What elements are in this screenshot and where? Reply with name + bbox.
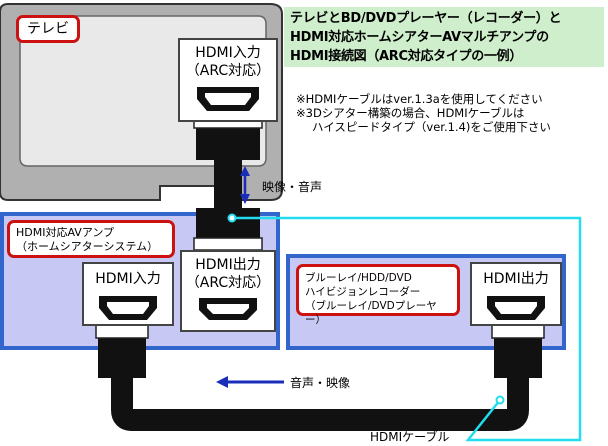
notes: ※HDMIケーブルはver.1.3aを使用してください ※3Dシアター構築の場合… [296, 92, 551, 134]
note-line-1: ※HDMIケーブルはver.1.3aを使用してください [296, 92, 543, 106]
tv-hdmi-in-port: HDMI入力 （ARC対応） [178, 38, 278, 122]
amp-out-plug [196, 208, 260, 242]
amp-out-port-label-1: HDMI出力 [195, 257, 261, 273]
hdmi-cable-recorder-amp [111, 366, 529, 431]
amp-out-plug-sleeve [193, 237, 263, 251]
tv-hdmi-socket-icon [197, 87, 259, 111]
amp-label-line-1: HDMI対応AVアンプ [16, 226, 115, 239]
recorder-hdmi-out-port: HDMI出力 [470, 262, 562, 326]
amp-label-line-2: （ホームシアターシステム） [16, 240, 159, 253]
recorder-out-socket-icon [487, 296, 545, 320]
recorder-out-plug [494, 336, 542, 378]
recorder-label-line-1: ブルーレイ/HDD/DVD [305, 272, 412, 284]
amp-out-socket-icon [199, 298, 257, 320]
amp-hdmi-out-port: HDMI出力 （ARC対応） [180, 250, 276, 332]
recorder-out-port-label: HDMI出力 [483, 271, 549, 287]
callout-dot-top [227, 213, 237, 223]
amp-hdmi-in-port: HDMI入力 [82, 262, 174, 326]
recorder-label: ブルーレイ/HDD/DVD ハイビジョンレコーダー （ブルーレイ/DVDプレーヤ… [296, 264, 460, 326]
arrow-tv-amp-down [240, 194, 250, 204]
title-line-2: HDMI対応ホームシアターAVマルチアンプの [290, 30, 549, 45]
diagram-title: テレビとBD/DVDプレーヤー（レコーダー）と HDMI対応ホームシアターAVマ… [284, 7, 604, 67]
signal-label-tv-amp: 映像・音声 [262, 180, 323, 194]
arrow-recorder-amp-head [216, 376, 228, 388]
hdmi-cable-label: HDMIケーブル [370, 430, 450, 444]
tv-label: テレビ [16, 15, 80, 43]
callout-dot-bottom [495, 395, 505, 405]
arrow-tv-amp-up [240, 166, 250, 176]
title-line-3: HDMI接続図（ARC対応タイプの一例） [290, 49, 523, 64]
tv-label-text: テレビ [27, 21, 69, 37]
note-line-2: ※3Dシアター構築の場合、HDMIケーブルは [296, 106, 525, 120]
note-line-3: ハイスピードタイプ（ver.1.4)をご使用下さい [312, 120, 551, 134]
recorder-label-line-2: ハイビジョンレコーダー [305, 286, 421, 298]
amp-out-port-label-2: （ARC対応） [185, 275, 271, 291]
tv-port-label-1: HDMI入力 [195, 45, 261, 61]
amp-in-plug [98, 336, 146, 378]
amp-label: HDMI対応AVアンプ （ホームシアターシステム） [7, 220, 175, 258]
recorder-label-line-3: （ブルーレイ/DVDプレーヤー） [305, 300, 437, 326]
signal-label-recorder-amp: 音声・映像 [290, 376, 351, 390]
tv-port-label-2: （ARC対応） [185, 63, 271, 79]
amp-in-socket-icon [99, 296, 157, 320]
amp-in-port-label: HDMI入力 [95, 271, 161, 287]
title-line-1: テレビとBD/DVDプレーヤー（レコーダー）と [290, 11, 562, 26]
cable-callout-line [232, 216, 582, 442]
tv-in-plug [196, 124, 260, 160]
